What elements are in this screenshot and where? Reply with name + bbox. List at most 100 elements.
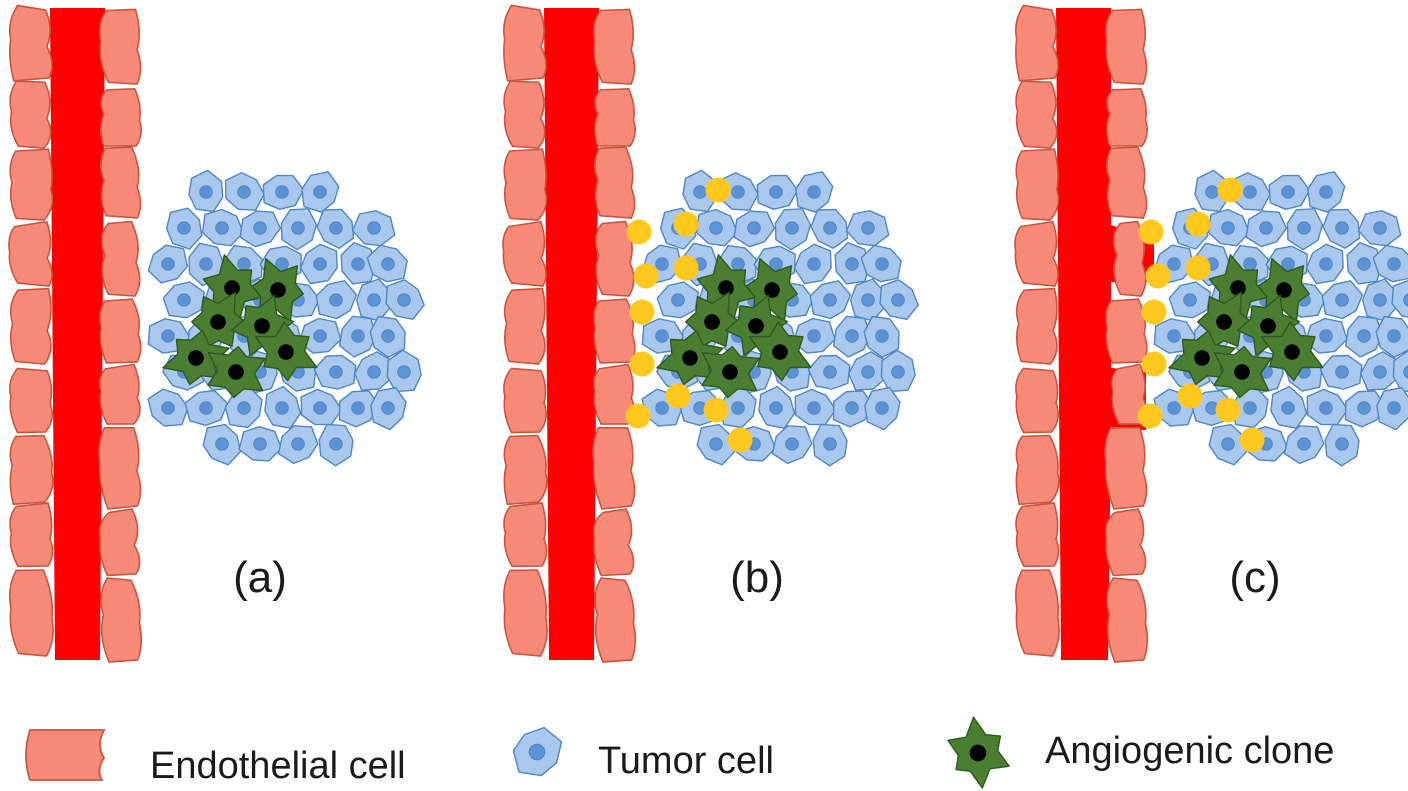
tumor-nucleus — [381, 257, 395, 271]
tumor-nucleus — [161, 329, 175, 343]
tumor-nucleus — [329, 221, 343, 235]
signal-molecule — [1215, 397, 1241, 423]
tumor-nucleus — [823, 293, 837, 307]
endothelial-cell — [1015, 569, 1060, 657]
legend-angiogenic-label: Angiogenic clone — [1045, 730, 1334, 772]
signal-molecule — [626, 219, 652, 245]
tumor-nucleus — [1221, 221, 1235, 235]
signal-molecule — [727, 427, 753, 453]
signal-molecule — [703, 397, 729, 423]
endothelial-cell — [592, 8, 636, 85]
clone-nucleus — [718, 280, 734, 296]
tumor-nucleus — [199, 185, 213, 199]
angiogenic-clone-cluster — [1168, 254, 1324, 399]
tumor-nucleus — [1387, 329, 1401, 343]
endothelial-cell — [592, 508, 635, 577]
tumor-cell-icon — [512, 726, 563, 777]
clone-nucleus — [1260, 318, 1276, 334]
tumor-nucleus — [367, 221, 381, 235]
tumor-nucleus — [1167, 257, 1181, 271]
panel-c — [1014, 4, 1408, 663]
endothelial-cell — [1106, 577, 1149, 663]
tumor-nucleus — [1357, 257, 1371, 271]
panel-b — [502, 4, 919, 663]
tumor-nucleus — [731, 401, 745, 415]
tumor-nucleus — [275, 257, 289, 271]
signal-molecule — [1141, 351, 1167, 377]
tumor-nucleus — [237, 401, 251, 415]
endothelial-cell — [98, 363, 141, 425]
tumor-nucleus — [731, 185, 745, 199]
endothelial-cell-icon — [25, 729, 106, 781]
tumor-nucleus — [709, 221, 723, 235]
vessel-lumen — [1056, 8, 1154, 660]
tumor-nucleus — [769, 185, 783, 199]
tumor-nucleus — [671, 293, 685, 307]
endothelial-cell — [592, 298, 636, 364]
clone-nucleus — [772, 344, 788, 360]
endothelial-cell — [1104, 8, 1148, 85]
tumor-nucleus — [875, 329, 889, 343]
signal-molecule — [1185, 211, 1211, 237]
tumor-nucleus — [313, 329, 327, 343]
angiogenic-clone-cluster — [162, 254, 318, 399]
endothelial-cell — [9, 502, 54, 568]
panel-c-label: (c) — [1229, 553, 1280, 602]
tumor-nucleus — [807, 401, 821, 415]
tumor-nucleus — [823, 221, 837, 235]
tumor-nucleus — [313, 185, 327, 199]
tumor-nucleus — [1357, 401, 1371, 415]
endothelial-cell — [100, 87, 142, 147]
tumor-nucleus — [351, 257, 365, 271]
legend-tumor-label: Tumor cell — [598, 740, 774, 782]
clone-nucleus — [969, 744, 987, 762]
tumor-nucleus — [351, 329, 365, 343]
endothelial-cell — [100, 577, 143, 663]
clone-nucleus — [188, 350, 204, 366]
tumor-nucleus — [1357, 329, 1371, 343]
tumor-nucleus — [253, 437, 267, 451]
tumor-nucleus — [1259, 221, 1273, 235]
tumor-nucleus — [1281, 185, 1295, 199]
angiogenic-clone-cluster — [656, 254, 812, 399]
signal-molecule — [625, 403, 651, 429]
signal-molecule — [629, 351, 655, 377]
signal-molecule — [673, 211, 699, 237]
endothelial-cell — [9, 569, 54, 657]
panel-a-label: (a) — [233, 553, 287, 602]
signal-molecule — [705, 177, 731, 203]
tumor-nucleus — [785, 437, 799, 451]
tumor-nucleus — [215, 221, 229, 235]
tumor-nucleus — [861, 221, 875, 235]
signal-molecule — [1138, 219, 1164, 245]
clone-nucleus — [1194, 350, 1210, 366]
endothelial-cell — [1112, 220, 1147, 297]
tumor-nucleus — [253, 221, 267, 235]
endothelial-cell — [1014, 4, 1059, 82]
clone-nucleus — [704, 314, 720, 330]
tumor-nucleus — [845, 257, 859, 271]
tumor-nucleus — [807, 329, 821, 343]
clone-nucleus — [764, 282, 780, 298]
tumor-nucleus — [1335, 293, 1349, 307]
signal-molecule — [629, 299, 655, 325]
endothelial-cell — [503, 569, 548, 657]
tumor-nucleus — [1403, 365, 1408, 379]
tumor-nucleus — [291, 437, 305, 451]
tumor-nucleus — [823, 365, 837, 379]
tumor-nucleus — [1319, 329, 1333, 343]
tumor-nucleus — [1221, 437, 1235, 451]
tumor-nucleus — [1335, 221, 1349, 235]
tumor-nucleus — [313, 257, 327, 271]
endothelial-cell — [594, 146, 636, 219]
endothelial-cell — [1106, 87, 1148, 147]
tumor-nucleus — [528, 743, 546, 761]
tumor-nucleus — [693, 185, 707, 199]
clone-nucleus — [1234, 364, 1250, 380]
vessel-lumen — [544, 8, 599, 660]
tumor-nucleus — [237, 185, 251, 199]
signal-molecule — [1217, 177, 1243, 203]
tumor-nucleus — [823, 437, 837, 451]
tumor-nucleus — [1319, 401, 1333, 415]
endothelial-cell — [100, 220, 141, 297]
